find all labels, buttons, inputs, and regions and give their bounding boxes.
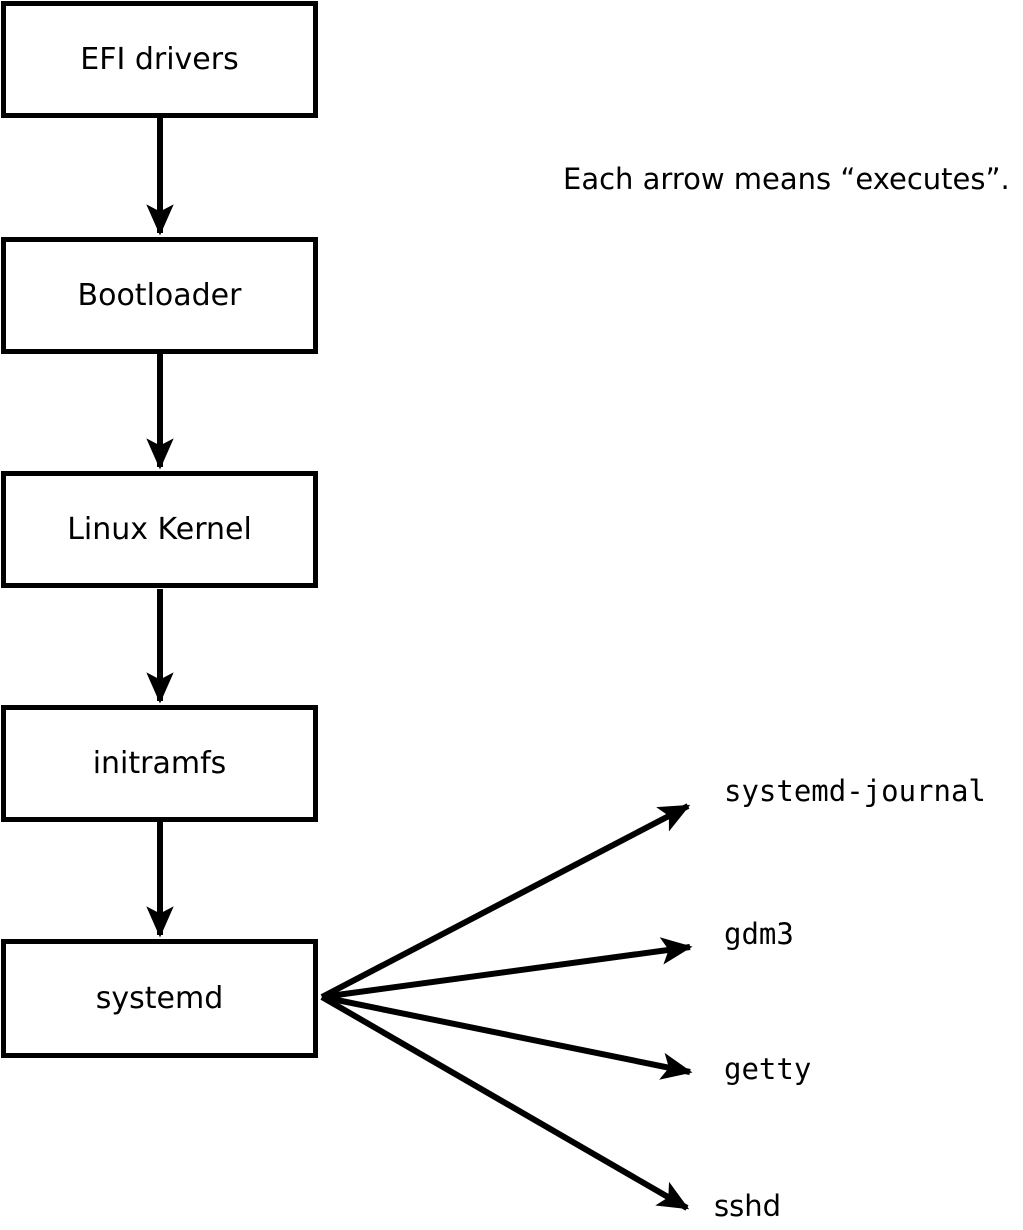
- stage-label-initramfs: initramfs: [92, 745, 227, 781]
- fanout-arrow-sshd: [320, 994, 690, 1211]
- fanout-arrow-gdm3: [321, 937, 693, 1000]
- process-label-getty: getty: [724, 1052, 812, 1086]
- stage-label-bootloader: Bootloader: [77, 277, 242, 313]
- stage-label-efi-drivers: EFI drivers: [80, 41, 239, 77]
- process-label-gdm3: gdm3: [724, 917, 794, 951]
- fanout-arrow-getty: [321, 994, 693, 1080]
- stage-box-initramfs[interactable]: initramfs: [1, 705, 318, 822]
- legend-note: Each arrow means “executes”.: [563, 162, 1010, 196]
- stage-box-linux-kernel[interactable]: Linux Kernel: [1, 471, 318, 588]
- stage-box-efi-drivers[interactable]: EFI drivers: [1, 1, 318, 118]
- process-label-systemd-journal: systemd-journal: [724, 774, 986, 808]
- process-label-sshd: sshd: [714, 1189, 782, 1223]
- stage-label-linux-kernel: Linux Kernel: [67, 511, 252, 547]
- stage-box-systemd[interactable]: systemd: [1, 939, 318, 1058]
- stage-label-systemd: systemd: [95, 980, 224, 1016]
- stage-box-bootloader[interactable]: Bootloader: [1, 237, 318, 354]
- fanout-arrow-systemd-journal: [320, 803, 691, 1000]
